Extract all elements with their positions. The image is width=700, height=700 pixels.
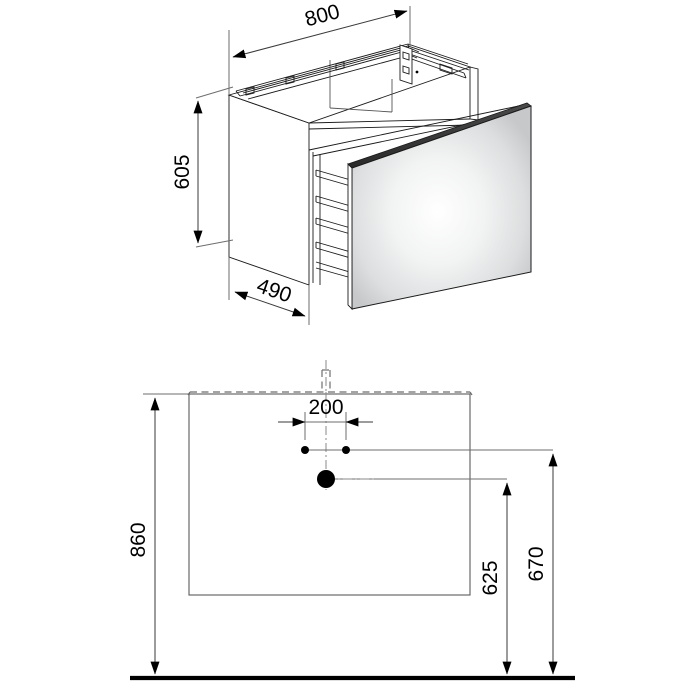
carcass-interior bbox=[329, 60, 393, 113]
dimension-label-860: 860 bbox=[127, 522, 150, 557]
isometric-view-group: 800 605 490 bbox=[171, 0, 532, 325]
dimension-670: 670 bbox=[525, 453, 558, 675]
dimension-605: 605 bbox=[171, 86, 234, 248]
dimension-label-670: 670 bbox=[525, 546, 548, 581]
dimension-label-625: 625 bbox=[479, 560, 502, 595]
dimension-200: 200 bbox=[278, 396, 373, 440]
dimension-label-200: 200 bbox=[308, 396, 343, 419]
carcass-side-panel-left bbox=[228, 94, 310, 286]
drawer-front-panel bbox=[347, 102, 532, 311]
dimension-625: 625 bbox=[479, 482, 512, 675]
dimension-860: 860 bbox=[127, 393, 189, 675]
waste-outlet-dot bbox=[317, 470, 335, 488]
supply-connection-left-dot bbox=[301, 446, 309, 454]
cabinet-body-outline bbox=[188, 393, 471, 596]
dimension-label-800: 800 bbox=[302, 0, 342, 31]
elevation-view-group: 200 860 625 670 bbox=[127, 360, 575, 681]
dimension-label-605: 605 bbox=[171, 154, 194, 189]
connection-points bbox=[301, 446, 553, 488]
supply-connection-right-dot bbox=[342, 446, 350, 454]
dimension-label-490: 490 bbox=[254, 274, 295, 307]
tap-riser-dashed bbox=[321, 360, 331, 392]
